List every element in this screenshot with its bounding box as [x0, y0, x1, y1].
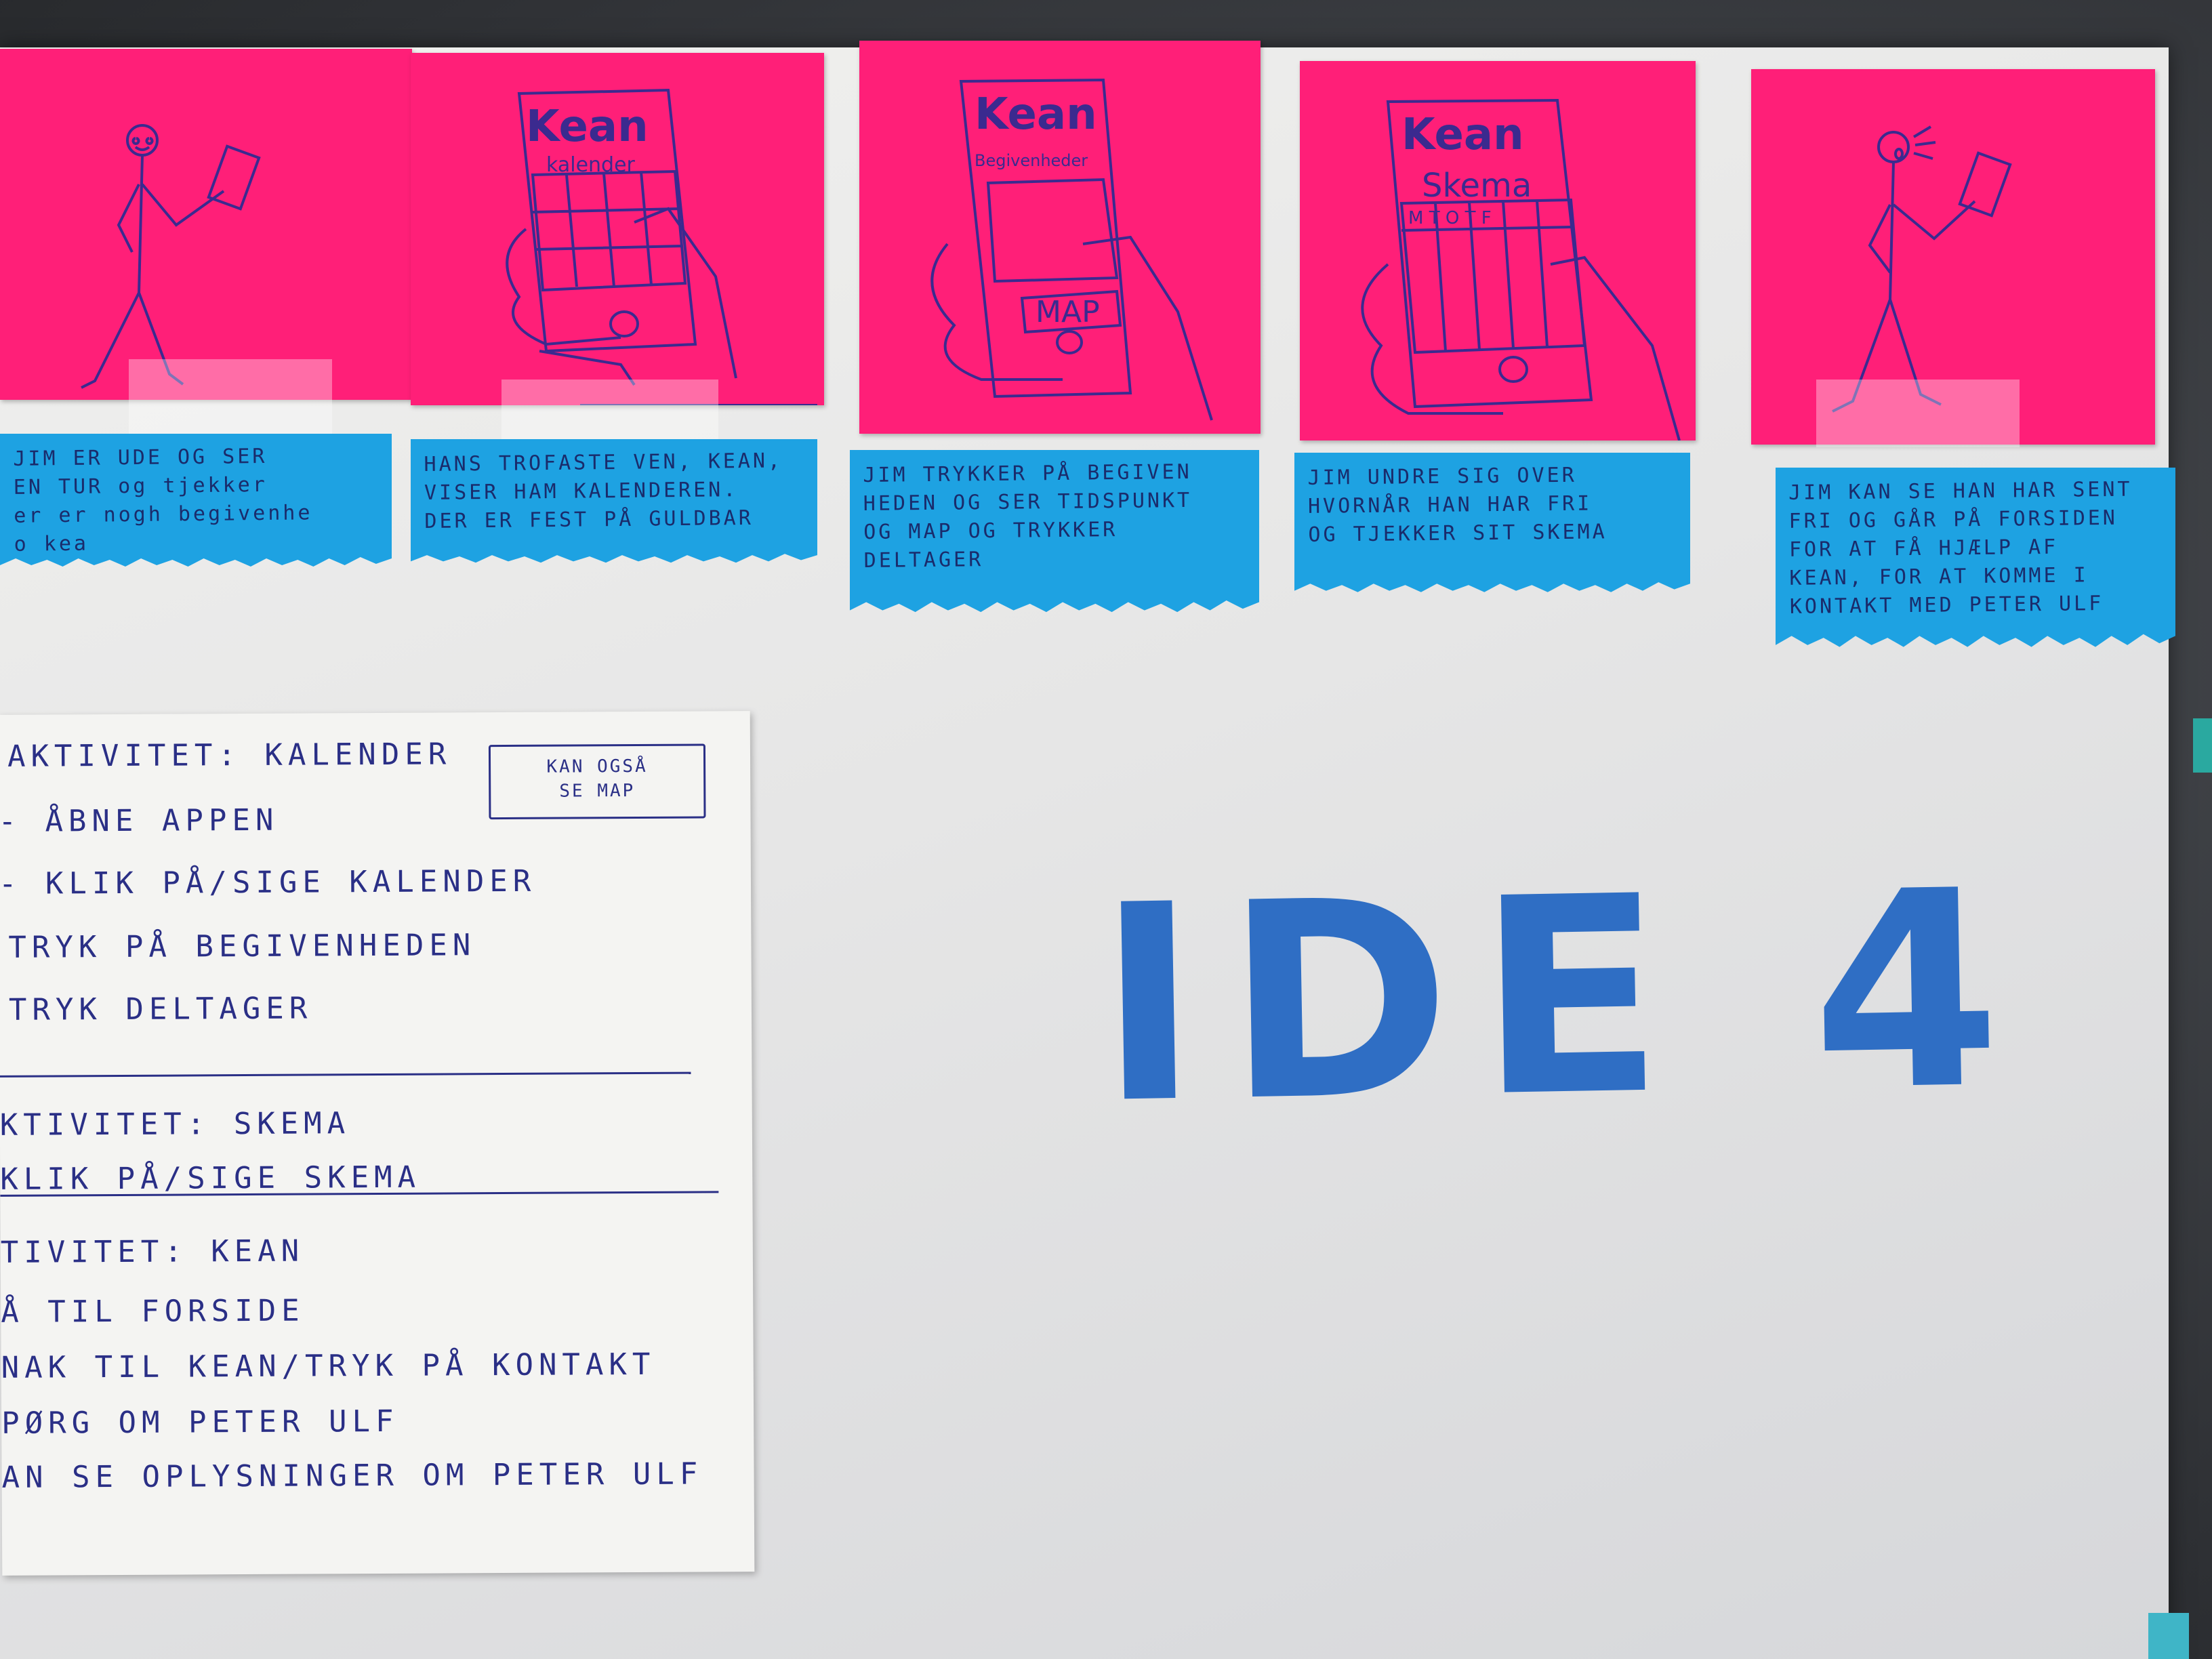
note-line: TRYK PÅ BEGIVENHEDEN	[8, 928, 476, 965]
caption-text: JIM KAN SE HAN HAR SENT FRI OG GÅR PÅ FO…	[1788, 477, 2133, 619]
phone-calendar-sketch-icon: Kean kalender	[506, 88, 817, 405]
caption-text: HANS TROFASTE VEN, KEAN, VISER HAM KALEN…	[424, 449, 783, 533]
weekday-header: M T O T F	[1408, 208, 1492, 228]
note-line: - ÅBNE APPEN	[0, 802, 279, 839]
note-line: KTIVITET: SKEMA	[0, 1106, 351, 1143]
note-line: NAK TIL KEAN/TRYK PÅ KONTAKT	[1, 1347, 656, 1385]
note-line: AKTIVITET: KALENDER	[7, 737, 452, 774]
note-line: Å TIL FORSIDE	[1, 1293, 305, 1330]
stick-figure-phone-icon	[81, 124, 261, 389]
teal-paper-edge	[2193, 718, 2212, 773]
divider	[0, 1071, 691, 1078]
caption-text: JIM TRYKKER PÅ BEGIVEN HEDEN OG SER TIDS…	[863, 459, 1193, 573]
note-line: AN SE OPLYSNINGER OM PETER ULF	[1, 1456, 703, 1495]
phone-events-sketch-icon: Kean Begivenheder MAP	[930, 78, 1213, 421]
screen-title: Kean	[975, 89, 1097, 140]
tape-strip	[129, 359, 332, 441]
storyboard-frame-4: Kean Skema M T O T F	[1300, 61, 1696, 441]
caption-note-5: JIM KAN SE HAN HAR SENT FRI OG GÅR PÅ FO…	[1776, 468, 2175, 647]
caption-note-4: JIM UNDRE SIG OVER HVORNÅR HAN HAR FRI O…	[1294, 453, 1690, 592]
caption-note-2: HANS TROFASTE VEN, KEAN, VISER HAM KALEN…	[411, 439, 817, 563]
note-line: TRYK DELTAGER	[8, 991, 313, 1027]
caption-text: JIM ER UDE OG SER EN TUR og tjekker er e…	[13, 444, 313, 556]
storyboard-frame-3: Kean Begivenheder MAP	[859, 41, 1261, 434]
screen-subtitle: Skema	[1422, 167, 1532, 205]
map-button-label: MAP	[1036, 295, 1100, 329]
note-line: PØRG OM PETER ULF	[1, 1404, 399, 1441]
tape-strip	[1816, 380, 2020, 447]
screen-title: Kean	[1401, 110, 1524, 160]
activity-notecard: KAN OGSÅ SE MAP AKTIVITET: KALENDER - ÅB…	[0, 711, 755, 1576]
screen-subtitle: kalender	[546, 153, 636, 177]
note-line: KLIK PÅ/SIGE SKEMA	[0, 1160, 422, 1197]
caption-text: JIM UNDRE SIG OVER HVORNÅR HAN HAR FRI O…	[1307, 463, 1607, 547]
screen-title: Kean	[526, 102, 649, 152]
storyboard-frame-2: Kean kalender	[411, 53, 824, 405]
note-line: - KLIK PÅ/SIGE KALENDER	[0, 863, 537, 901]
caption-note-3: JIM TRYKKER PÅ BEGIVEN HEDEN OG SER TIDS…	[850, 450, 1259, 613]
caption-note-1: JIM ER UDE OG SER EN TUR og tjekker er e…	[0, 434, 392, 567]
boxed-note: KAN OGSÅ SE MAP	[488, 743, 706, 820]
note-line: TIVITET: KEAN	[0, 1233, 305, 1270]
stick-figure-talking-icon	[1832, 125, 2012, 413]
phone-schedule-sketch-icon: Kean Skema M T O T F	[1361, 98, 1681, 441]
screen-subtitle: Begivenheder	[975, 151, 1088, 170]
storyboard-frame-1	[0, 49, 412, 400]
idea-title: IDE 4	[1095, 832, 2030, 1164]
teal-paper-corner	[2148, 1613, 2189, 1659]
storyboard-frame-5	[1751, 69, 2155, 445]
